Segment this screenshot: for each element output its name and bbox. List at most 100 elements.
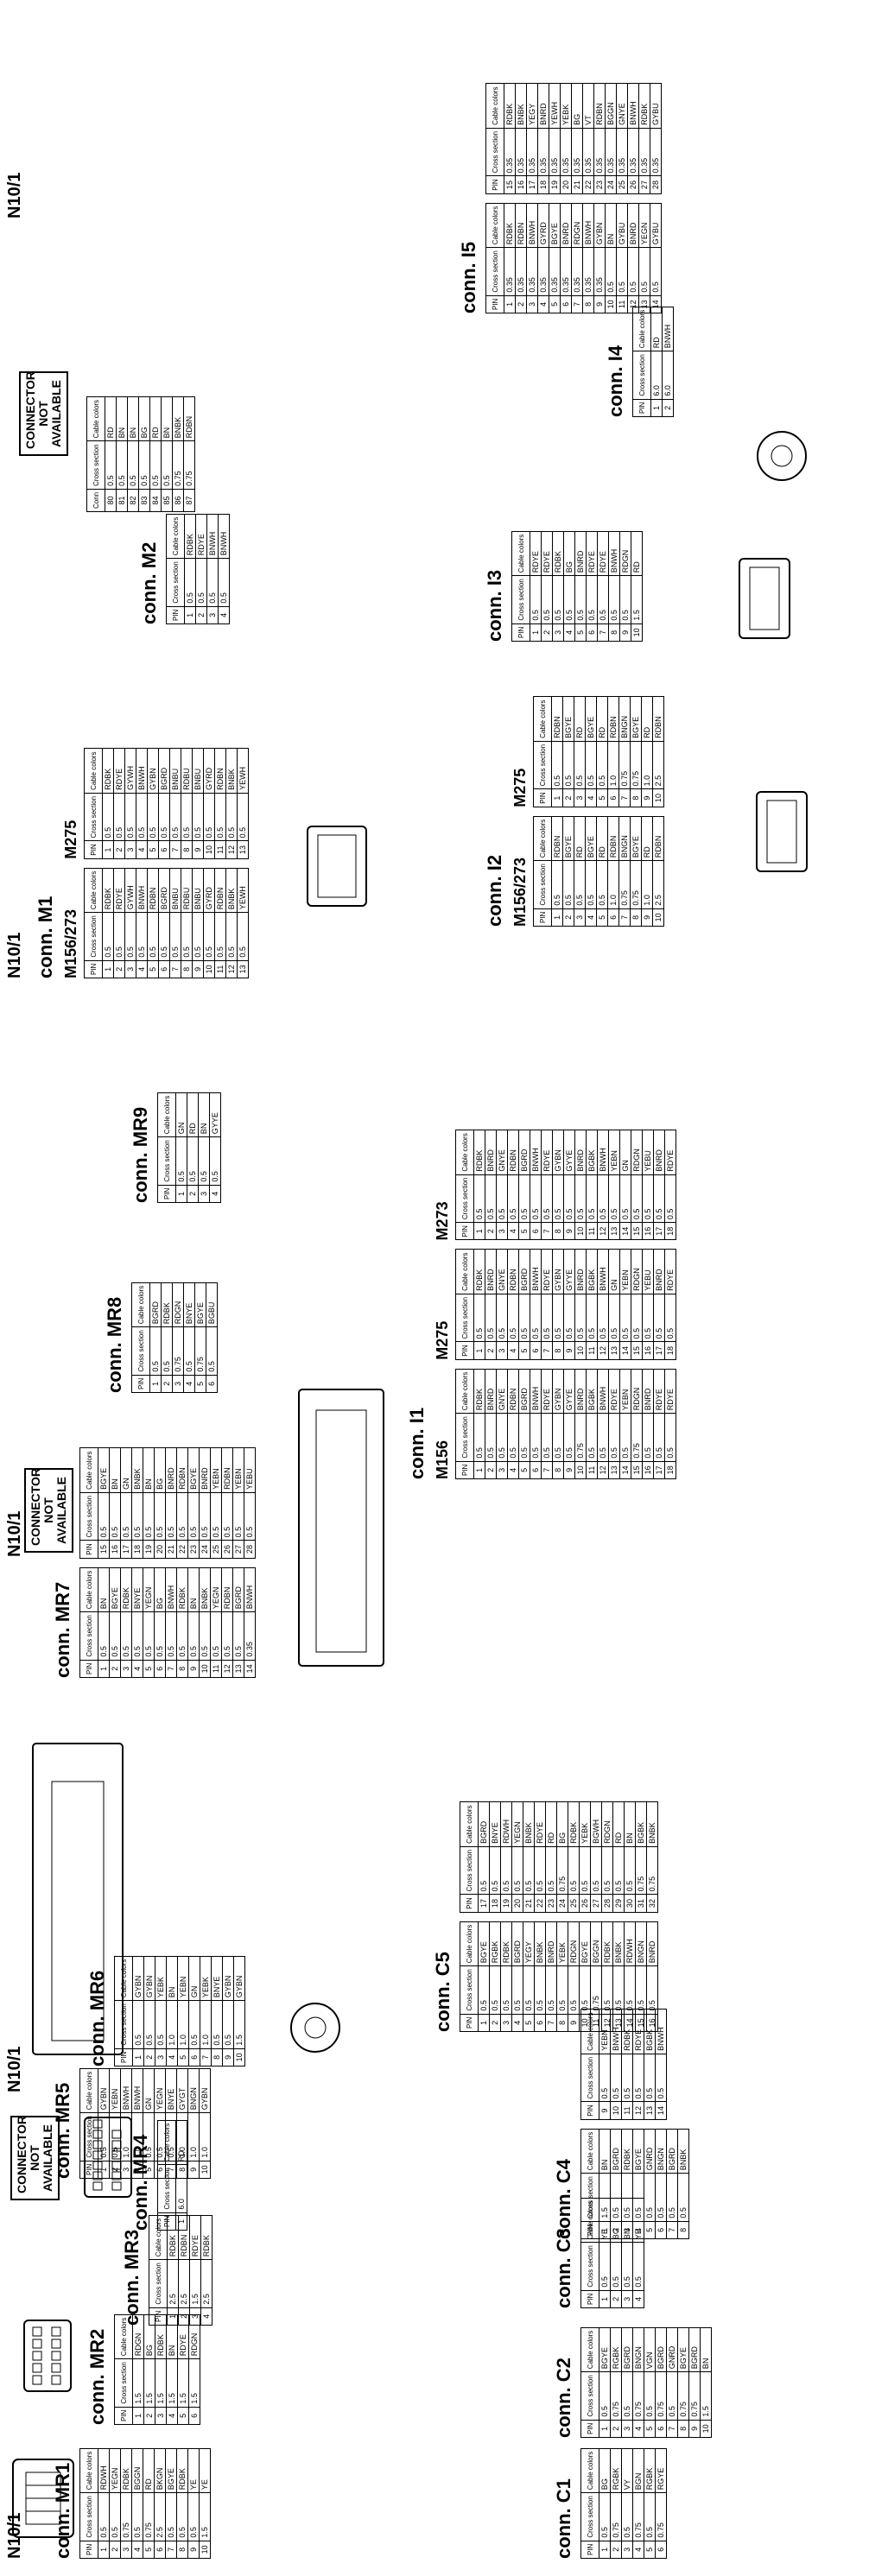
connector-label: conn. MR7 [52, 1581, 73, 1678]
table-header: Cable colors [460, 1921, 479, 1966]
cable-color-cell: BNWH [131, 2068, 143, 2113]
pin-cell: 26 [221, 1540, 233, 1559]
cable-color-cell: GNRD [644, 2129, 656, 2174]
pin-cell: 12 [597, 1222, 609, 1240]
cross-section-cell: 0.75 [632, 2371, 644, 2421]
connector-c1-drawing [9, 2455, 78, 2541]
cable-color-cell: BNWH [582, 203, 594, 248]
pin-cell: 10 [199, 2541, 211, 2559]
cross-section-cell: 0.35 [549, 247, 561, 296]
pin-cell: 18 [489, 1894, 501, 1913]
cross-section-cell: 0.5 [98, 2492, 110, 2541]
pin-cell: 3 [155, 2048, 167, 2066]
pin-cell: 20 [154, 1540, 166, 1559]
cross-section-cell: 0.35 [593, 247, 606, 296]
pin-cell: 8 [176, 1660, 188, 1678]
cross-section-cell: 0.5 [619, 575, 631, 624]
cross-section-cell: 0.5 [169, 793, 181, 841]
cross-section-cell: 0.35 [582, 247, 594, 296]
cross-section-cell: 0.75 [172, 1326, 184, 1376]
pin-cell: 6 [206, 1375, 218, 1393]
table-header: Cable colors [157, 1092, 176, 1137]
connector-label: conn. C4 [553, 2159, 574, 2239]
cable-color-cell: RDYE [541, 1369, 553, 1414]
table-header: Cable colors [485, 83, 504, 129]
pin-cell: 22 [534, 1894, 546, 1913]
cable-color-cell: BN [198, 1092, 210, 1137]
cross-section-cell: 0.5 [181, 793, 193, 841]
pin-cell: 13 [237, 960, 249, 978]
pin-cell: 10 [574, 1341, 587, 1360]
cross-section-cell: 0.5 [619, 1174, 631, 1223]
cross-section-cell: 0.5 [511, 1965, 523, 2015]
pin-cell: 2 [143, 2048, 155, 2066]
cable-color-cell: BGRD [511, 1921, 523, 1966]
cross-section-cell: 0.35 [244, 1611, 256, 1661]
cable-color-cell: GNYE [496, 1369, 508, 1414]
cross-section-cell: 0.5 [188, 2000, 200, 2049]
pin-cell: 9 [599, 2101, 611, 2120]
cable-color-cell: YEGY [526, 83, 538, 129]
cross-section-cell: 0.5 [165, 1611, 177, 1661]
cable-color-cell: RDBN [551, 816, 563, 861]
table-header: PIN [455, 1222, 474, 1240]
cable-color-cell: BN [161, 396, 173, 441]
table-header: Cross section [86, 440, 105, 490]
cable-color-cell: GYBU [650, 203, 662, 248]
pin-cell: 14 [619, 1461, 631, 1479]
cable-color-cell: RDBK [504, 203, 516, 248]
pin-cell: 6 [188, 2407, 200, 2425]
pin-cell: 8 [630, 788, 642, 807]
cross-section-cell: 0.5 [631, 1174, 643, 1223]
table-header: PIN [580, 2290, 599, 2308]
cable-color-cell: RDBK [552, 531, 564, 576]
pin-cell: 4 [585, 788, 597, 807]
cross-section-cell: 0.5 [579, 1846, 591, 1895]
cable-color-cell: YEGN [143, 1567, 155, 1612]
cable-color-cell: RDBK [184, 514, 196, 559]
pin-cell: 5 [177, 2407, 189, 2425]
cross-section-cell: 0.35 [571, 247, 583, 296]
cable-color-cell: BNWH [206, 514, 219, 559]
table-header: PIN [460, 2014, 479, 2032]
cross-section-cell: 0.5 [653, 1413, 665, 1462]
cable-color-cell: RD [631, 531, 643, 576]
table-header: PIN [511, 623, 530, 642]
table-title: M275 [62, 820, 79, 859]
cross-section-cell: 0.5 [599, 2492, 611, 2541]
pin-cell: 5 [518, 1461, 530, 1479]
table-header: PIN [632, 399, 651, 417]
pin-cell: 8 [582, 295, 594, 313]
cable-color-cell: BN [166, 1956, 178, 2001]
cross-section-cell: 1.5 [132, 2358, 144, 2408]
cross-section-cell: 0.5 [124, 793, 136, 841]
